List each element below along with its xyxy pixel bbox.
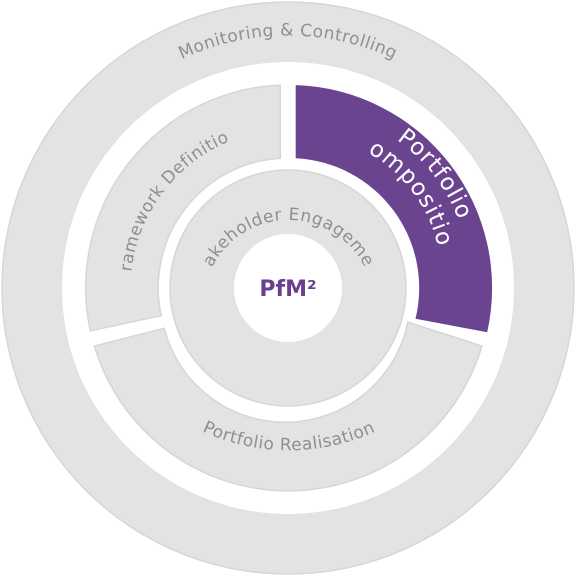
center-circle [234, 234, 342, 342]
framework-definition-segment[interactable] [85, 84, 282, 332]
center-label: PfM² [259, 277, 316, 302]
portfolio-composition-segment[interactable] [295, 85, 493, 333]
portfolio-realisation-segment[interactable] [93, 321, 483, 492]
